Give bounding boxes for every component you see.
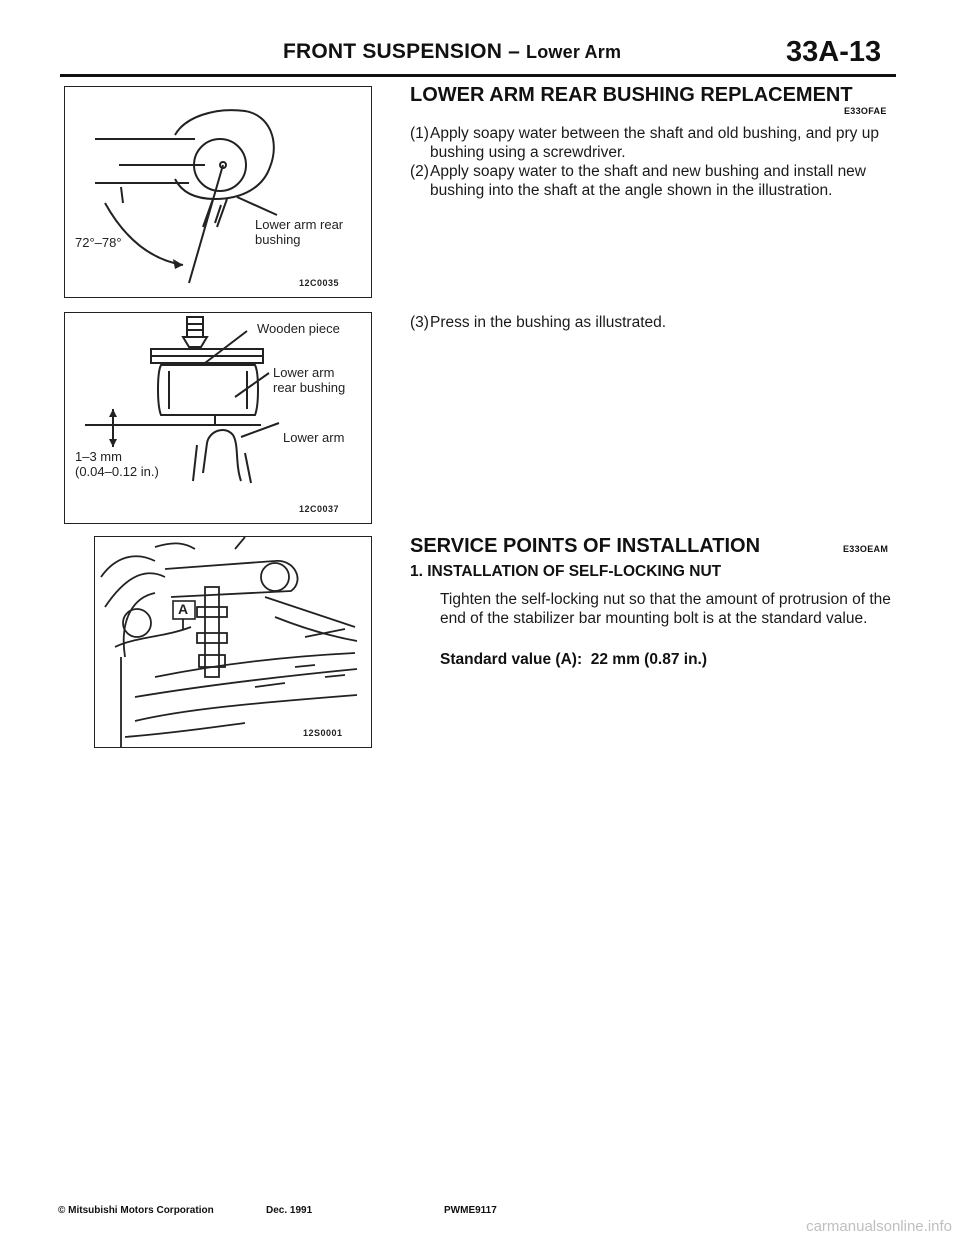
section-heading-bushing-replacement: LOWER ARM REAR BUSHING REPLACEMENT — [410, 84, 853, 107]
rear-bushing-label-line2: rear bushing — [273, 380, 345, 395]
angle-label: 72°–78° — [75, 235, 122, 250]
dimension-label-line1: 1–3 mm — [75, 449, 122, 464]
step-1: (1) Apply soapy water between the shaft … — [410, 124, 910, 164]
section-code: E33OEAM — [843, 544, 888, 554]
step-number: (1) — [410, 124, 429, 143]
step-number: (2) — [410, 162, 429, 181]
page-title: FRONT SUSPENSION – Lower Arm — [283, 40, 621, 64]
step-3: (3) Press in the bushing as illustrated. — [410, 313, 910, 333]
standard-value: Standard value (A): 22 mm (0.87 in.) — [440, 651, 707, 669]
watermark: carmanualsonline.info — [806, 1218, 952, 1235]
title-separator: – — [502, 40, 526, 63]
section-title: FRONT SUSPENSION — [283, 40, 502, 63]
figure-bushing-angle: 72°–78° Lower arm rear bushing 12C0035 — [64, 86, 372, 298]
item-paragraph: Tighten the self-locking nut so that the… — [440, 590, 900, 628]
lower-arm-label: Lower arm — [283, 430, 344, 445]
bushing-label-line2: bushing — [255, 232, 301, 247]
standard-value-amount: 22 mm (0.87 in.) — [591, 651, 707, 668]
step-text: Apply soapy water to the shaft and new b… — [430, 162, 910, 200]
page-number: 33A-13 — [786, 36, 881, 69]
standard-value-label: Standard value (A): — [440, 651, 582, 668]
header-rule — [60, 74, 896, 77]
section-subtitle: Lower Arm — [526, 42, 621, 62]
figure-code: 12C0037 — [299, 504, 339, 514]
section-heading-service-points: SERVICE POINTS OF INSTALLATION — [410, 535, 760, 558]
dimension-label-line2: (0.04–0.12 in.) — [75, 464, 159, 479]
press-bushing-drawing — [65, 313, 373, 525]
bushing-angle-drawing — [65, 87, 373, 299]
bushing-label-line1: Lower arm rear — [255, 217, 343, 232]
step-text: Press in the bushing as illustrated. — [430, 313, 910, 332]
step-2: (2) Apply soapy water to the shaft and n… — [410, 162, 910, 222]
step-number: (3) — [410, 313, 429, 332]
figure-stabilizer-bolt: A 12S0001 — [94, 536, 372, 748]
marker-a: A — [178, 602, 188, 617]
footer-doc-code: PWME9117 — [444, 1205, 497, 1216]
item-title: 1. INSTALLATION OF SELF-LOCKING NUT — [410, 563, 721, 581]
rear-bushing-label-line1: Lower arm — [273, 365, 334, 380]
wooden-piece-label: Wooden piece — [257, 321, 340, 336]
section-code: E33OFAE — [844, 106, 887, 116]
figure-code: 12C0035 — [299, 278, 339, 288]
stabilizer-bolt-drawing — [95, 537, 373, 749]
figure-press-bushing: Wooden piece Lower arm rear bushing Lowe… — [64, 312, 372, 524]
figure-code: 12S0001 — [303, 728, 343, 738]
step-text: Apply soapy water between the shaft and … — [430, 124, 910, 162]
footer-copyright: © Mitsubishi Motors Corporation — [58, 1205, 214, 1216]
footer-date: Dec. 1991 — [266, 1205, 312, 1216]
